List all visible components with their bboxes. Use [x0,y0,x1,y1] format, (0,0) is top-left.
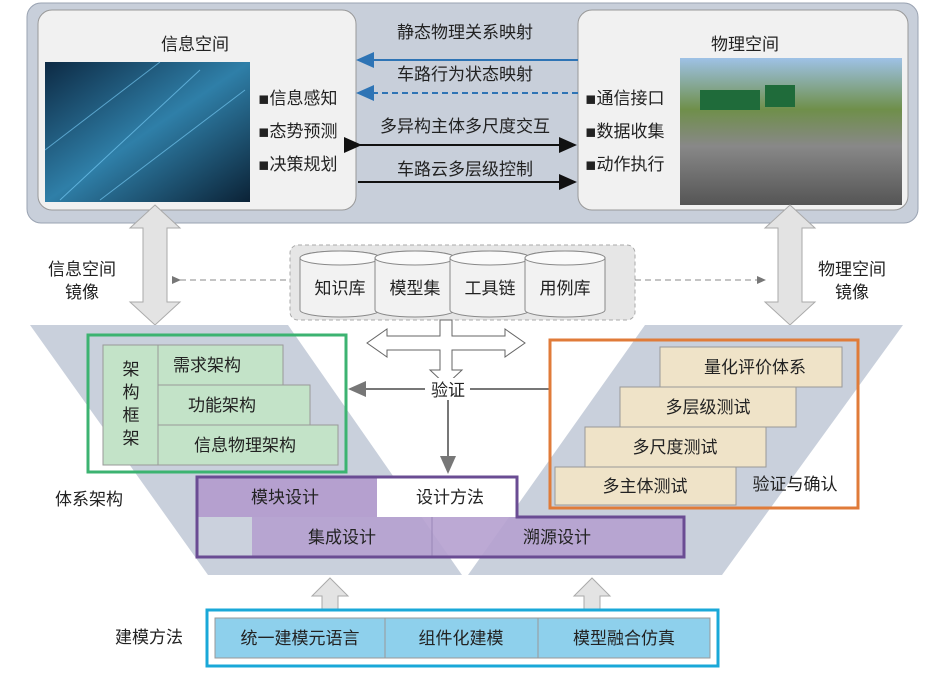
design-item: 集成设计 [308,528,376,548]
mapping-label: 车路行为状态映射 [397,65,533,85]
modeling-caption: 建模方法 [115,628,183,648]
architecture-box [86,333,348,474]
cross-arrow [366,319,526,386]
step-label: 多主体测试 [603,477,688,497]
step-label: 量化评价体系 [704,358,806,378]
info-item: ▪决策规划 [258,155,338,175]
step-label: 多尺度测试 [633,438,718,458]
database-label: 工具链 [465,279,516,299]
step-box [584,426,767,468]
info-item: ▪信息感知 [258,89,338,109]
physical-mirror-label: 镜像 [835,283,869,303]
database-label: 知识库 [315,279,366,299]
info-item: ▪态势预测 [258,122,338,142]
design-blank [197,517,252,557]
validation-box [548,338,860,510]
cylinder-top [524,250,606,266]
verify-label: 验证 [431,381,465,401]
modeling-item: 统一建模元语言 [241,629,360,649]
database-label: 用例库 [540,279,591,299]
info-mirror-label: 镜像 [65,283,99,303]
info-space-title: 信息空间 [161,35,229,55]
step-box [659,346,843,388]
frame-char: 架 [123,360,140,380]
layer-label: 信息物理架构 [194,436,296,456]
physical-item: ▪数据收集 [585,122,665,142]
frame-char: 架 [123,429,140,449]
step-label: 多层级测试 [666,398,751,418]
physical-space-image [680,58,902,205]
modeling-box [205,608,720,668]
physical-space-title: 物理空间 [711,35,779,55]
cylinder-top [374,250,456,266]
info-mirror-arrow [128,204,182,326]
step-box [554,466,737,506]
mapping-label: 多异构主体多尺度交互 [380,117,550,137]
layer-box [157,384,311,426]
cylinder-top [449,250,531,266]
physical-item: ▪动作执行 [585,155,665,175]
modeling-item: 模型融合仿真 [573,629,675,649]
mapping-label: 静态物理关系映射 [397,23,533,43]
info-mirror-label: 信息空间 [48,260,116,280]
frame-char: 构 [123,383,140,403]
physical-mirror-arrow [763,204,817,326]
cylinder-top [299,250,381,266]
mapping-label: 车路云多层级控制 [397,160,533,180]
verify-label-bg [425,378,470,400]
layer-box [157,424,339,466]
up-arrow [572,577,612,611]
design-title: 设计方法 [416,488,484,508]
modeling-row [214,617,711,659]
database-label: 模型集 [390,279,441,299]
design-title-box [377,477,517,517]
physical-item: ▪通信接口 [585,89,665,109]
info-space-image [45,62,250,202]
frame-char: 框 [123,406,140,426]
modeling-item: 组件化建模 [419,629,504,649]
physical-mirror-label: 物理空间 [818,260,886,280]
module-design-box [197,477,377,517]
layer-label: 需求架构 [173,356,241,376]
architecture-caption: 体系架构 [55,490,123,510]
design-item: 溯源设计 [523,528,591,548]
design-item: 模块设计 [251,488,319,508]
layer-label: 功能架构 [188,396,256,416]
up-arrow [310,577,350,611]
layer-box [157,344,284,386]
validation-caption: 验证与确认 [753,475,838,495]
integration-design-box [252,517,684,557]
design-box [195,475,686,559]
architecture-frame [102,344,159,466]
